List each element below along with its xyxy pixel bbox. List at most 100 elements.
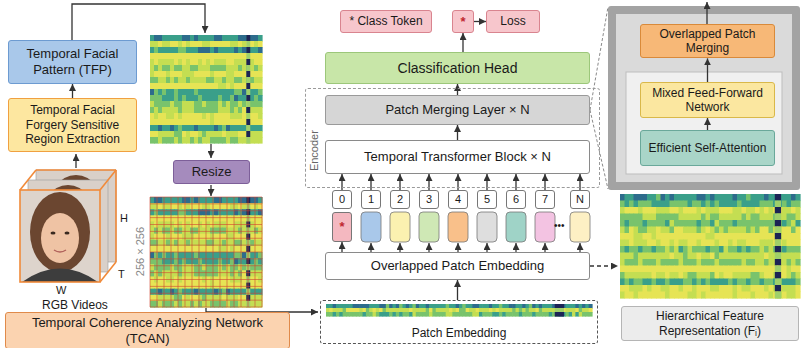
heatmap-cell xyxy=(214,301,219,308)
heatmap-cell xyxy=(238,113,243,120)
heatmap-cell xyxy=(746,285,751,292)
heatmap-cell xyxy=(182,283,187,290)
heatmap-cell xyxy=(226,53,231,60)
heatmap-cell xyxy=(246,89,251,96)
heatmap-cell xyxy=(198,295,203,302)
heatmap-cell xyxy=(170,228,175,235)
heatmap-cell xyxy=(250,137,255,144)
heatmap-cell xyxy=(154,71,159,78)
heatmap-cell xyxy=(697,246,702,253)
heatmap-cell xyxy=(674,292,679,299)
heatmap-cell xyxy=(170,119,175,126)
heatmap-cell xyxy=(178,240,183,247)
heatmap-cell xyxy=(150,47,155,54)
heatmap-cell xyxy=(198,41,203,48)
heatmap-cell xyxy=(238,197,243,204)
heatmap-cell xyxy=(652,279,657,286)
heatmap-cell xyxy=(697,207,702,214)
heatmap-cell xyxy=(719,285,724,292)
heatmap-cell xyxy=(791,272,796,279)
heatmap-cell xyxy=(665,266,670,273)
heatmap-cell xyxy=(206,125,211,132)
heatmap-cell xyxy=(174,83,179,90)
heatmap-cell xyxy=(769,194,774,201)
heatmap-stripe xyxy=(775,253,781,260)
heatmap-cell xyxy=(178,35,183,42)
detail-panel-inner xyxy=(616,14,792,182)
heatmap-cell xyxy=(202,107,207,114)
heatmap-cell xyxy=(254,301,259,308)
heatmap-cell xyxy=(638,253,643,260)
heatmap-cell xyxy=(679,233,684,240)
heatmap-cell xyxy=(234,95,239,102)
heatmap-cell xyxy=(202,71,207,78)
heatmap-cell xyxy=(688,253,693,260)
heatmap-cell xyxy=(787,279,792,286)
heatmap-cell xyxy=(178,301,183,308)
heatmap-cell xyxy=(150,289,155,296)
heatmap-cell xyxy=(202,119,207,126)
heatmap-cell xyxy=(733,259,738,266)
heatmap-cell xyxy=(162,83,167,90)
heatmap-cell xyxy=(688,201,693,208)
heatmap-cell xyxy=(202,131,207,138)
heatmap-cell xyxy=(250,209,255,216)
heatmap-cell xyxy=(206,228,211,235)
heatmap-cell xyxy=(796,272,801,279)
heatmap-cell xyxy=(178,209,183,216)
heatmap-cell xyxy=(198,301,203,308)
heatmap-cell xyxy=(769,246,774,253)
heatmap-cell xyxy=(150,53,155,60)
heatmap-cell xyxy=(715,240,720,247)
heatmap-cell xyxy=(733,207,738,214)
heatmap-cell xyxy=(222,228,227,235)
flow-arrow xyxy=(75,154,76,168)
heatmap-cell xyxy=(719,220,724,227)
heatmap-cell xyxy=(230,89,235,96)
heatmap-cell xyxy=(715,194,720,201)
heatmap-cell xyxy=(679,227,684,234)
heatmap-cell xyxy=(182,59,187,66)
heatmap-cell xyxy=(706,194,711,201)
heatmap-cell xyxy=(194,83,199,90)
heatmap-cell xyxy=(679,220,684,227)
heatmap-cell xyxy=(796,259,801,266)
heatmap-cell xyxy=(222,283,227,290)
heatmap-cell xyxy=(206,53,211,60)
heatmap-cell xyxy=(206,283,211,290)
heatmap-cell xyxy=(683,272,688,279)
heatmap-cell xyxy=(162,59,167,66)
heatmap-cell xyxy=(242,101,247,108)
heatmap-cell xyxy=(620,246,625,253)
heatmap-cell xyxy=(166,215,171,222)
heatmap-cell xyxy=(715,272,720,279)
heatmap-cell xyxy=(222,47,227,54)
heatmap-stripe xyxy=(246,137,250,144)
heatmap-cell xyxy=(214,41,219,48)
heatmap-cell xyxy=(254,35,259,42)
heatmap-cell xyxy=(683,220,688,227)
token xyxy=(390,212,410,242)
heatmap-cell xyxy=(190,35,195,42)
heatmap-cell xyxy=(210,240,215,247)
heatmap-cell xyxy=(198,77,203,84)
heatmap-cell xyxy=(158,283,163,290)
heatmap-stripe xyxy=(246,131,250,138)
heatmap-cell xyxy=(769,259,774,266)
heatmap-cell xyxy=(638,266,643,273)
heatmap-cell xyxy=(755,233,760,240)
heatmap-cell xyxy=(186,215,191,222)
heatmap-cell xyxy=(254,125,259,132)
heatmap-cell xyxy=(647,259,652,266)
grid-line xyxy=(262,197,263,307)
heatmap-cell xyxy=(170,113,175,120)
heatmap-cell xyxy=(234,264,239,271)
heatmap-cell xyxy=(178,59,183,66)
heatmap-cell xyxy=(154,77,159,84)
heatmap-cell xyxy=(670,279,675,286)
heatmap-cell xyxy=(206,240,211,247)
detail-panel xyxy=(608,6,800,190)
heatmap-cell xyxy=(214,89,219,96)
heatmap-cell xyxy=(214,119,219,126)
heatmap-cell xyxy=(706,272,711,279)
